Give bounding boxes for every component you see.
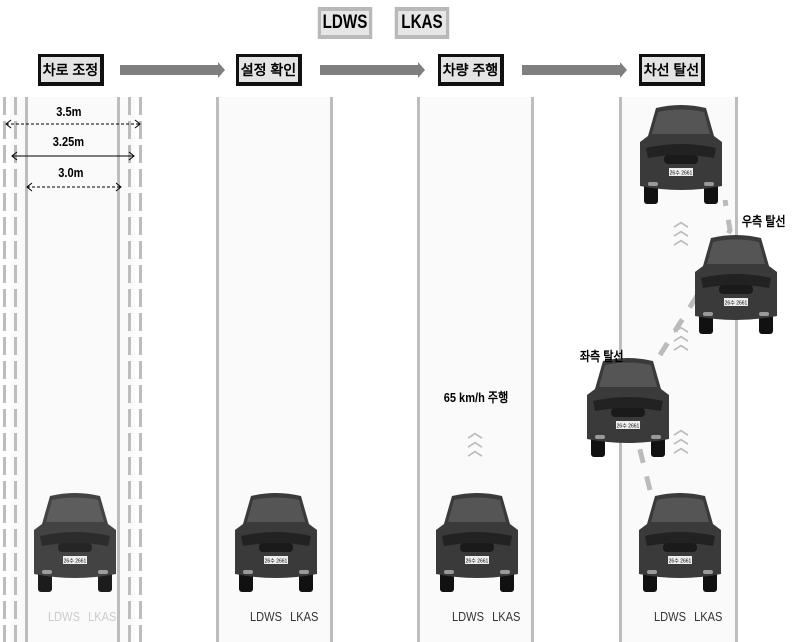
step-vehicle-driving: 차량 주행 <box>438 54 504 86</box>
dimension-arrow-icon <box>26 182 122 192</box>
forward-chevron-icon: ︿︿︿ <box>467 424 483 459</box>
step-lane-departure: 차선 탈선 <box>639 54 705 86</box>
lane-line <box>14 97 17 642</box>
lane-line <box>128 97 131 642</box>
svg-text:26수 2661: 26수 2661 <box>64 559 87 565</box>
svg-text:26수 2661: 26수 2661 <box>617 424 640 430</box>
lane-line <box>25 97 28 642</box>
dimension-arrow-icon <box>11 151 135 161</box>
step-settings-check: 설정 확인 <box>236 54 302 86</box>
svg-text:26수 2661: 26수 2661 <box>466 559 489 565</box>
lkas-box: LKAS <box>394 7 450 39</box>
car-icon: 26수 2661 <box>233 490 319 594</box>
flow-arrow-icon <box>522 62 627 78</box>
forward-chevron-icon: ︿︿︿ <box>673 318 689 353</box>
flow-arrow-icon <box>320 62 425 78</box>
flow-arrow-icon <box>120 62 225 78</box>
lane-2-systems: LDWS LKAS <box>250 609 319 624</box>
car-icon: 26수 2661 <box>637 490 723 594</box>
lane-line <box>139 97 142 642</box>
lane-line <box>531 97 534 642</box>
forward-chevron-icon: ︿︿︿ <box>673 213 689 248</box>
lane-1-systems: LDWS LKAS <box>48 609 117 624</box>
speed-label: 65 km/h 주행 <box>443 390 509 405</box>
svg-text:26수 2661: 26수 2661 <box>670 171 693 177</box>
car-icon: 26수 2661 <box>585 355 671 459</box>
svg-text:26수 2661: 26수 2661 <box>725 301 748 307</box>
lane-line <box>216 97 219 642</box>
car-icon: 26수 2661 <box>693 232 779 336</box>
svg-text:26수 2661: 26수 2661 <box>669 559 692 565</box>
car-icon: 26수 2661 <box>434 490 520 594</box>
lane-line <box>3 97 6 642</box>
lane-line <box>330 97 333 642</box>
step-lane-adjust: 차로 조정 <box>38 54 104 86</box>
right-departure-label: 우측 탈선 <box>741 214 786 229</box>
car-icon: 26수 2661 <box>32 490 118 594</box>
svg-text:26수 2661: 26수 2661 <box>265 559 288 565</box>
width-3-0m-label: 3.0m <box>58 165 84 180</box>
dimension-arrow-icon <box>5 119 141 129</box>
lane-line <box>117 97 120 642</box>
ldws-box: LDWS <box>317 7 373 39</box>
lane-line <box>735 97 738 642</box>
forward-chevron-icon: ︿︿︿ <box>673 421 689 456</box>
lane-3-systems: LDWS LKAS <box>452 609 521 624</box>
width-3-25m-label: 3.25m <box>52 134 85 149</box>
lane-line <box>417 97 420 642</box>
width-3-5m-label: 3.5m <box>56 104 82 119</box>
car-icon: 26수 2661 <box>638 102 724 206</box>
lane-4-systems: LDWS LKAS <box>654 609 723 624</box>
left-departure-label: 좌측 탈선 <box>579 349 624 364</box>
